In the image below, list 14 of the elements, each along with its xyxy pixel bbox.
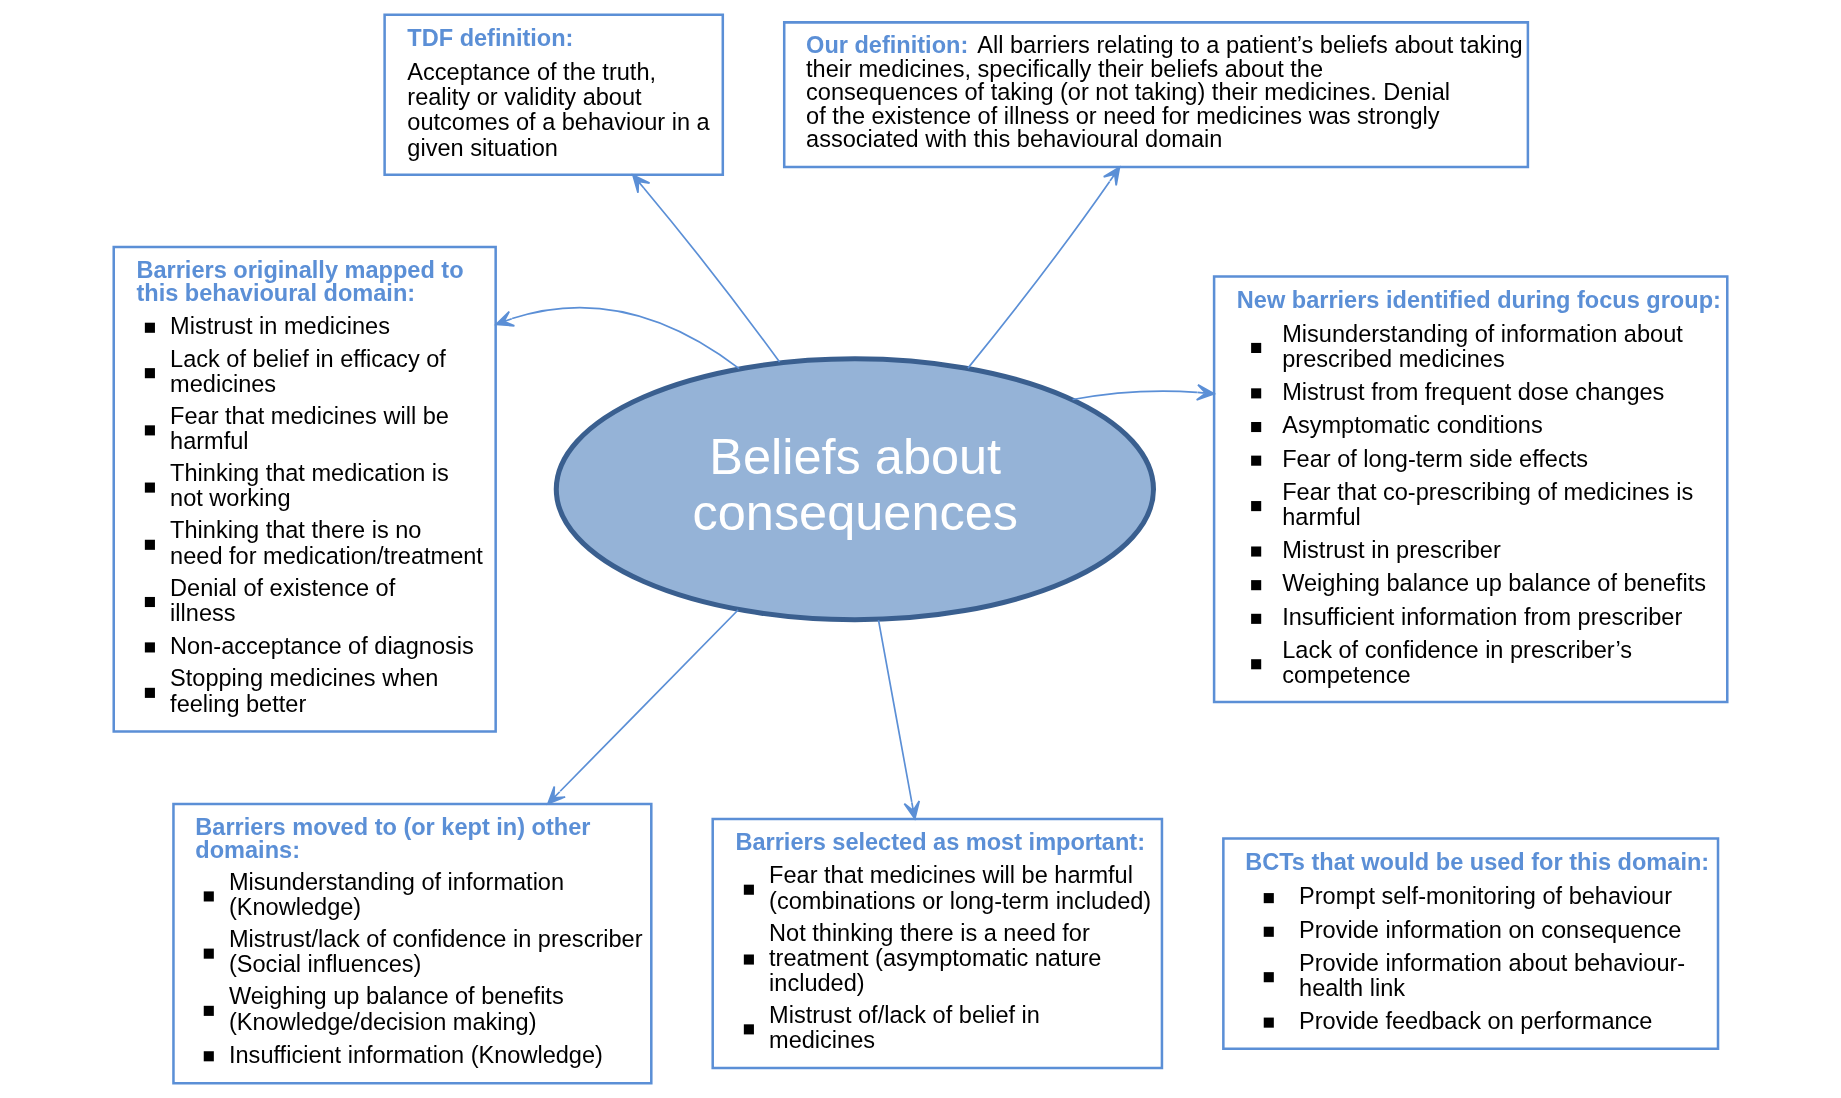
arrow — [632, 174, 781, 363]
node-box: New barriers identified during focus group: Misunderstanding of information about prescribed medicines Mistrust from frequent dose changes Asymptomatic conditions Fear of long-term side effects Fear that co-prescribing of medicines is harmful Mistrust in prescriber Weighing balance up balance of benefits Insufficient information from prescriber Lack of confidence in prescriber’s competence — [1212, 275, 1729, 704]
node-box: TDF definition: Acceptance of the truth, reality or validity about outcomes of a behaviour in a given situation — [383, 13, 725, 176]
node-ellipse: Beliefs about consequences — [553, 356, 1156, 623]
arrow — [547, 609, 739, 805]
node-box: Barriers selected as most important: Fear that medicines will be harmful (combinations or long-term included) Not thinking there is a need for treatment (asymptomatic nature included) Mistrust of/lack of belief in medicines — [711, 817, 1164, 1070]
node-box: BCTs that would be used for this domain: Prompt self-monitoring of behaviour Provide information on consequence Provide information about behaviour-health link Provide feedback on performance — [1222, 837, 1720, 1050]
arrow — [877, 619, 921, 820]
node-box: Our definition: All barriers relating to a patient’s beliefs about taking their medicines, specifically their beliefs about the consequences of taking (or not taking) their medicines. Denial of the existence of illness or need for medicines was strongly associated with this behavioural domain — [782, 21, 1530, 169]
arrow — [495, 306, 741, 370]
arrow — [967, 166, 1121, 369]
arrow — [1071, 384, 1215, 401]
node-box: Barriers moved to (or kept in) other domains: Misunderstanding of information (Knowledge) Mistrust/lack of confidence in prescriber (Social influences) Weighing up balance of benefits (Knowledge/decision making) Insufficient information (Knowledge) — [172, 802, 653, 1085]
node-box: Barriers originally mapped to this behavioural domain: Mistrust in medicines Lack of belief in efficacy of medicines Fear that medicines will be harmful Thinking that medication is not working Thinking that there is no need for medication/treatment Denial of existence of illness Non-acceptance of diagnosis Stopping medicines when feeling better — [112, 245, 497, 733]
